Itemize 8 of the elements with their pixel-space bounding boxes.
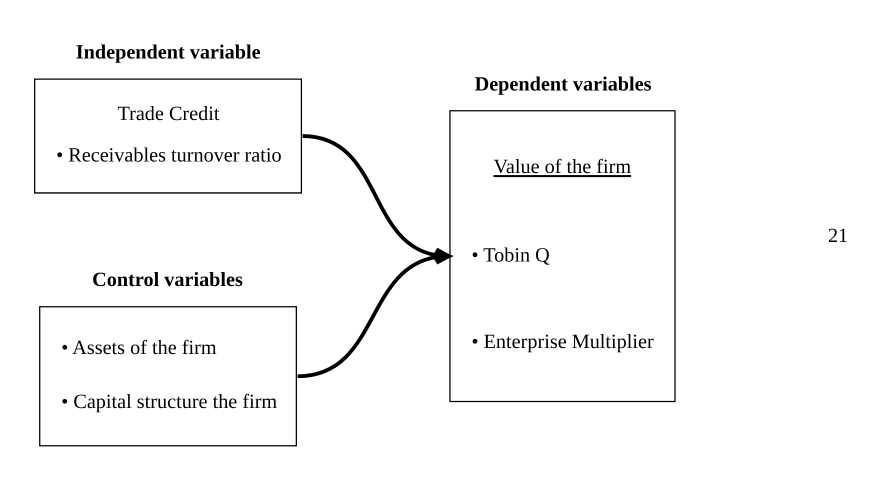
node-box: Value of the firm • Tobin Q • Enterprise Multiplier <box>449 110 676 402</box>
node-label: Control variables <box>92 268 243 291</box>
label: 21 <box>828 224 848 246</box>
node-label: Dependent variables <box>474 72 652 95</box>
node-box: Trade Credit • Receivables turnover ratio <box>34 78 302 194</box>
node-box: • Assets of the firm • Capital structure the firm <box>39 306 297 446</box>
node-label: Independent variable <box>76 41 261 64</box>
arrow <box>297 249 451 378</box>
